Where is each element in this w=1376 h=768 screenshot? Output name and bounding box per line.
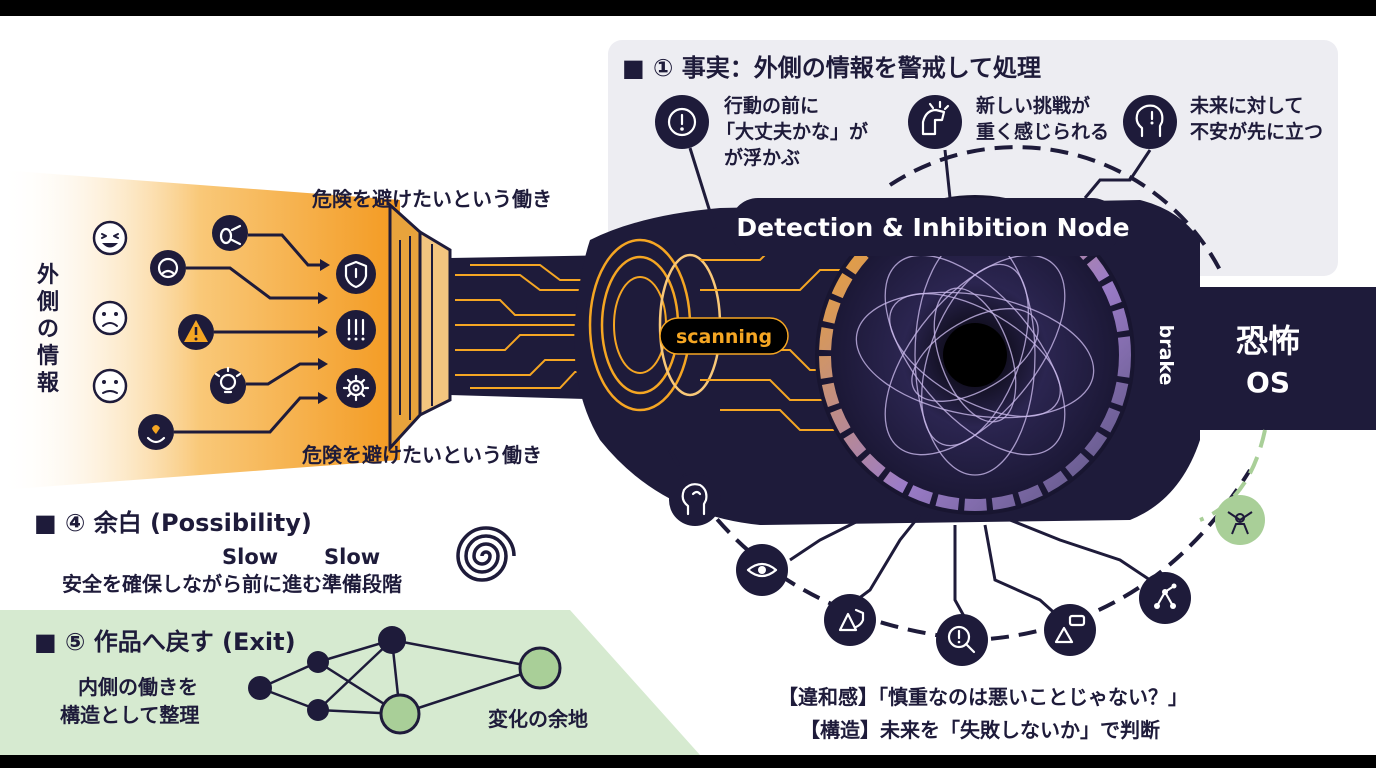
- exit-line2: 構造として整理: [60, 703, 199, 727]
- gear-icon: [342, 374, 370, 402]
- os-block: [1180, 287, 1376, 430]
- os-line2: OS: [1246, 366, 1290, 399]
- exit-line1: 内側の働きを: [78, 675, 198, 699]
- warning-icon: [184, 320, 208, 342]
- hands-heart-icon: [146, 425, 166, 444]
- orbit-icons: [669, 474, 1265, 666]
- input-source-icons: [138, 215, 248, 450]
- possibility-heading: ■ ④ 余白 (Possibility): [34, 509, 312, 537]
- svg-text:外: 外: [37, 262, 59, 288]
- svg-text:側: 側: [36, 290, 59, 315]
- svg-text:情: 情: [37, 343, 59, 369]
- eye-icon: [746, 562, 778, 578]
- fact-item-2: 新しい挑戦が 重く感じられる: [908, 94, 1109, 149]
- input-arrows: [174, 233, 320, 434]
- green-orbit: [1199, 429, 1267, 522]
- fact-item-1: 行動の前に 「大丈夫かな」が が浮かぶ: [655, 94, 868, 169]
- frown-face-icon: [157, 257, 179, 279]
- possibility-caption: 安全を確保しながら前に進む準備段階: [62, 572, 402, 596]
- scanning-label: scanning: [676, 326, 772, 348]
- category-icons: [336, 254, 376, 408]
- exit-heading: ■ ⑤ 作品へ戻す (Exit): [34, 628, 296, 656]
- vortex-core: [815, 195, 1135, 515]
- fact-heading: ■ ① 事実：外側の情報を警戒して処理: [622, 54, 1041, 82]
- sad-face-icon: [92, 368, 128, 404]
- svg-text:の: の: [37, 317, 59, 342]
- slow-label-2: Slow: [324, 545, 380, 569]
- fact-connectors: [688, 147, 1152, 229]
- scanning-pill: [659, 317, 789, 355]
- bottom-bar: [0, 755, 1376, 768]
- svg-text:未来に対して: 未来に対して: [1189, 94, 1303, 117]
- heavy-arm-icon: [921, 100, 950, 136]
- brake-label: brake: [1155, 325, 1177, 386]
- note-line1: 【違和感】「慎重なのは悪いことじゃない？」: [778, 685, 1188, 709]
- worried-face-icon: [92, 300, 128, 336]
- laughing-face-icon: [92, 220, 128, 256]
- head-profile-icon: [681, 483, 708, 516]
- svg-text:不安が先に立つ: 不安が先に立つ: [1190, 120, 1323, 143]
- svg-text:報: 報: [37, 370, 60, 396]
- slow-label-1: Slow: [222, 545, 278, 569]
- fact-item-3: 未来に対して 不安が先に立つ: [1123, 94, 1323, 149]
- arrow-heads: [318, 259, 330, 404]
- input-label-top: 危険を避けたいという働き: [312, 187, 552, 211]
- side-label: 外 側 の 情 報: [36, 262, 60, 396]
- bee-icon: [219, 224, 242, 246]
- warning-chat-icon: [1054, 614, 1086, 644]
- alert-marks-icon: [347, 318, 365, 341]
- warning-shield-icon: [838, 608, 865, 632]
- svg-text:新しい挑戦が: 新しい挑戦が: [976, 94, 1090, 117]
- lightbulb-icon: [214, 366, 242, 394]
- shield-icon: [344, 260, 368, 289]
- os-line1: 恐怖: [1236, 322, 1300, 360]
- spiral-icon: [456, 526, 516, 582]
- exit-network: [248, 626, 562, 735]
- top-bar: [0, 0, 1376, 16]
- change-label: 変化の余地: [488, 707, 588, 731]
- growth-figure-icon: [1227, 511, 1253, 535]
- network-icon: [1154, 583, 1177, 609]
- node-title-pill: [730, 198, 1120, 256]
- node-title: Detection & Inhibition Node: [736, 213, 1129, 242]
- svg-text:行動の前に: 行動の前に: [723, 94, 819, 117]
- input-label-bottom: 危険を避けたいという働き: [302, 443, 542, 467]
- svg-text:が浮かぶ: が浮かぶ: [724, 146, 800, 169]
- note-line2: 【構造】未来を「失敗しないか」で判断: [800, 718, 1160, 742]
- exclamation-icon: [667, 107, 697, 137]
- anxious-head-icon: [1135, 104, 1164, 138]
- magnifier-alert-icon: [947, 625, 976, 654]
- input-funnel: [388, 201, 452, 452]
- face-icons: [92, 220, 128, 404]
- svg-text:「大丈夫かな」が: 「大丈夫かな」が: [716, 120, 868, 143]
- orbit-wires: [789, 498, 1151, 620]
- svg-text:重く感じられる: 重く感じられる: [976, 120, 1109, 143]
